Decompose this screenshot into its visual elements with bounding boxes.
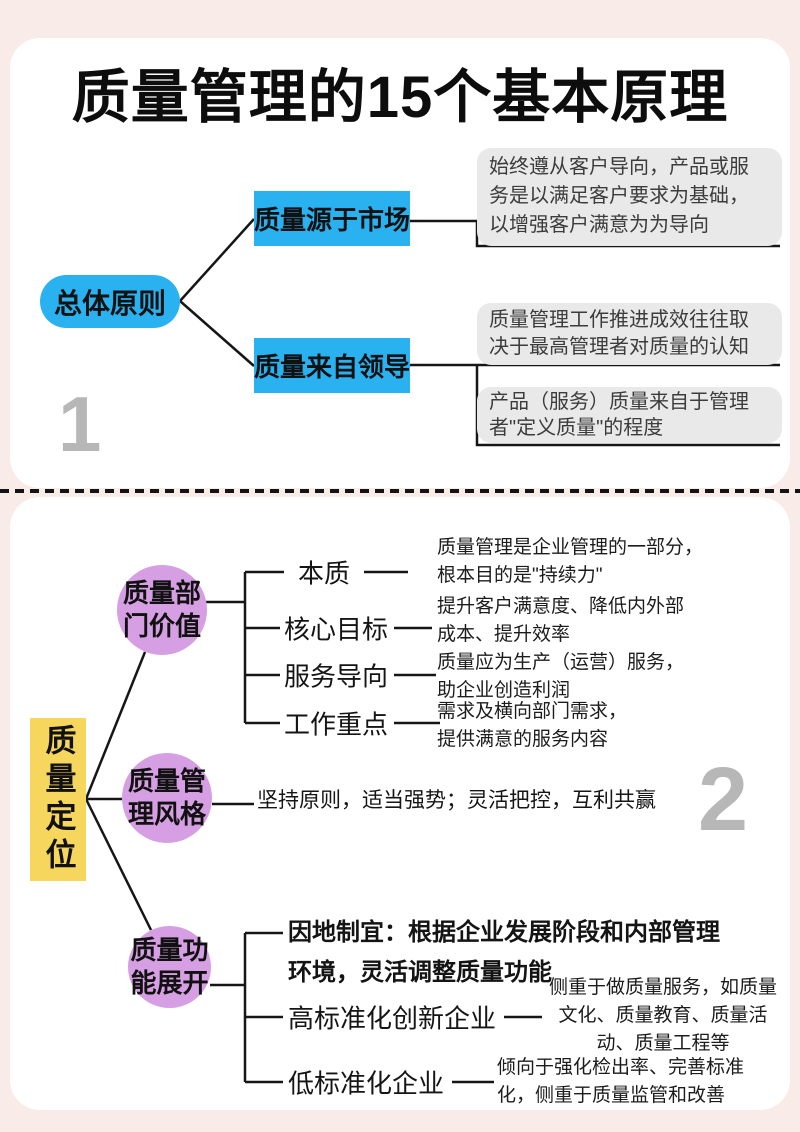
note-define-quality: 产品（服务）质量来自于管理者"定义质量"的程度 (477, 387, 782, 443)
desc-low-standardization: 倾向于强化检出率、完善标准化，侧重于质量监管和改善 (497, 1057, 745, 1106)
node-quality-positioning: 质量定位 (30, 718, 86, 881)
desc-work-focus: 需求及横向部门需求，提供满意的服务内容 (437, 701, 628, 750)
node-quality-from-leadership: 质量来自领导 (254, 338, 410, 393)
desc-essence: 质量管理是企业管理的一部分，根本目的是"持续力" (437, 537, 704, 586)
node-quality-function-deployment: 质量功能展开 (128, 926, 211, 1008)
text-adapt-to-conditions: 因地制宜：根据企业发展阶段和内部管理环境，灵活调整质量功能 (288, 919, 720, 986)
watermark-number-1: 1 (58, 380, 102, 468)
desc-core-goal: 提升客户满意度、降低内外部成本、提升效率 (437, 596, 685, 645)
label-high-standardization: 高标准化创新企业 (288, 1003, 497, 1034)
note-top-management-cognition: 质量管理工作推进成效往往取决于最高管理者对质量的认知 (477, 303, 782, 365)
watermark-number-2: 2 (698, 750, 749, 850)
dashed-divider (0, 489, 800, 493)
label-work-focus: 工作重点 (284, 709, 389, 740)
label-core-goal: 核心目标 (284, 614, 389, 645)
node-general-principles: 总体原则 (40, 275, 180, 328)
label-low-standardization: 低标准化企业 (288, 1068, 445, 1099)
desc-service-orientation: 质量应为生产（运营）服务，助企业创造利润 (437, 652, 685, 701)
node-quality-mgmt-style: 质量管理风格 (122, 753, 212, 843)
page-title: 质量管理的15个基本原理 (71, 65, 729, 130)
desc-high-standardization: 侧重于做质量服务，如质量文化、质量教育、质量活动、质量工程等 (548, 977, 777, 1054)
node-quality-from-market: 质量源于市场 (254, 191, 410, 246)
node-quality-dept-value: 质量部门价值 (117, 565, 207, 655)
note-customer-orientation: 始终遵从客户导向，产品或服务是以满足客户要求为基础，以增强客户满意为为导向 (477, 148, 782, 246)
label-service-orientation: 服务导向 (284, 661, 389, 692)
label-essence: 本质 (298, 558, 351, 589)
desc-mgmt-style: 坚持原则，适当强势；灵活把控，互利共赢 (257, 789, 656, 812)
